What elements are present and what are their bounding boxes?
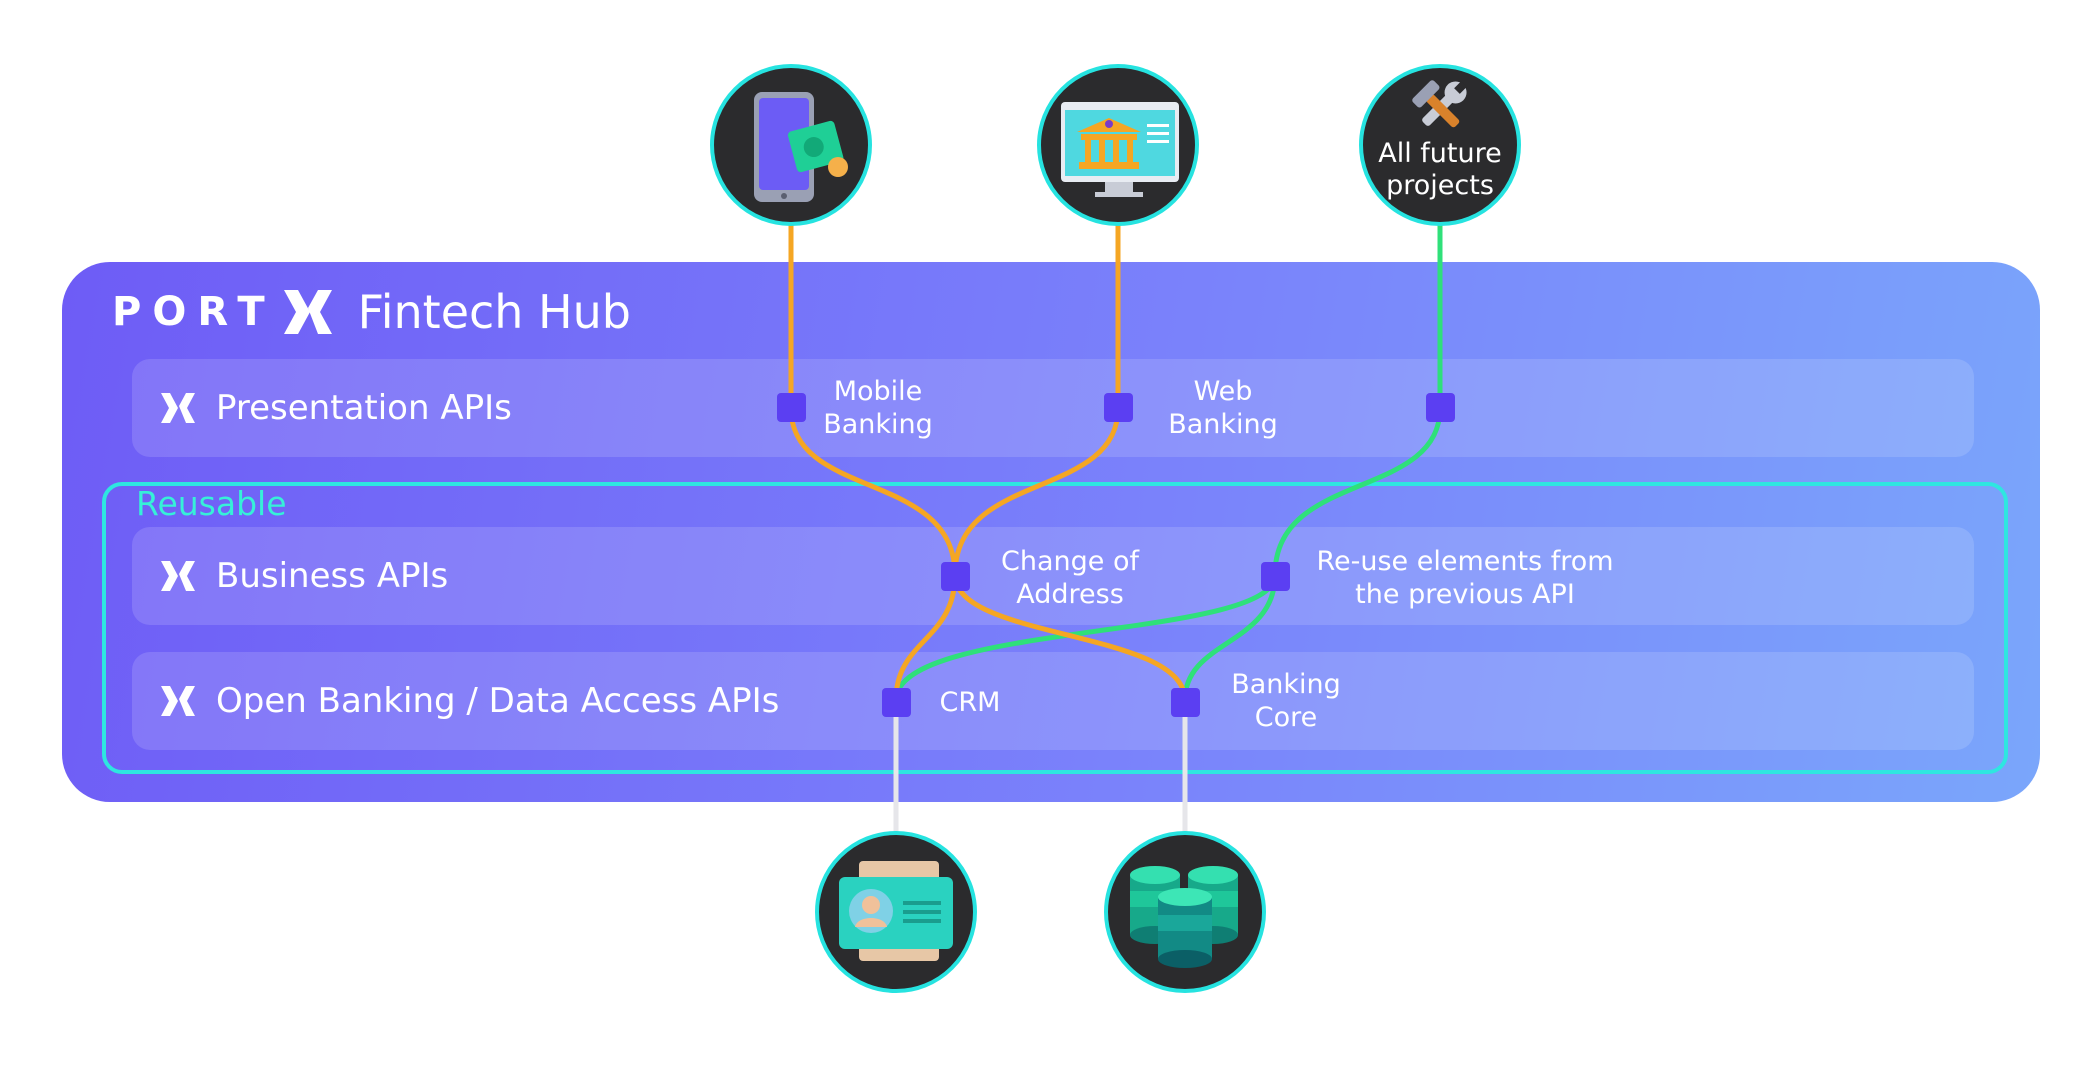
web-banking-label: Web Banking <box>1168 376 1278 440</box>
reusable-label: Reusable <box>136 484 287 523</box>
portx-x-logo-icon <box>283 290 332 334</box>
open-banking-apis-text: Open Banking / Data Access APIs <box>216 681 780 721</box>
future-projects-label: All future projects <box>1378 138 1502 201</box>
business-apis-text: Business APIs <box>216 556 449 596</box>
web-banking-client[interactable] <box>1037 64 1199 226</box>
future-projects-client[interactable]: All future projects <box>1359 64 1521 226</box>
database-icon <box>1130 866 1238 968</box>
portx-chevron-icon <box>161 686 195 716</box>
bank-monitor-icon <box>1061 102 1179 197</box>
mobile-banking-client[interactable] <box>710 64 872 226</box>
banking-core-label: Banking Core <box>1231 669 1341 733</box>
mobile-app-icon <box>754 92 848 202</box>
crm-label: CRM <box>939 687 1001 718</box>
portx-chevron-icon <box>161 393 195 423</box>
portx-wordmark: PORT <box>112 289 276 335</box>
portx-chevron-icon <box>161 561 195 591</box>
business-apis-label: Business APIs <box>158 527 448 625</box>
id-card-icon <box>839 861 953 961</box>
banking-core-system[interactable] <box>1104 831 1266 993</box>
change-of-address-label: Change of Address <box>1001 546 1139 610</box>
presentation-apis-label: Presentation APIs <box>158 359 512 457</box>
tools-icon <box>1412 80 1467 128</box>
crm-system[interactable] <box>815 831 977 993</box>
mobile-banking-label: Mobile Banking <box>823 376 933 440</box>
reuse-elements-label: Re-use elements from the previous API <box>1316 546 1614 610</box>
hub-header: PORT Fintech Hub <box>112 282 631 342</box>
open-banking-apis-label: Open Banking / Data Access APIs <box>158 652 779 750</box>
presentation-apis-text: Presentation APIs <box>216 388 512 428</box>
hub-title: Fintech Hub <box>357 285 632 339</box>
